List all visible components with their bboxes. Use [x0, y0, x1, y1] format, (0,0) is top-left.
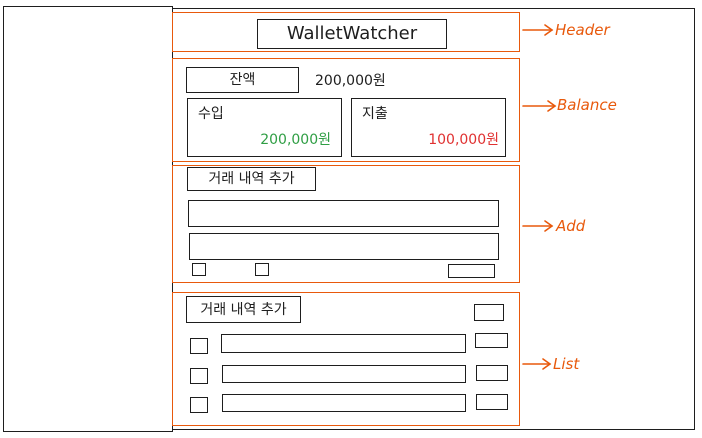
income-label: 수입 — [198, 106, 224, 122]
list-row-text — [222, 394, 466, 412]
list-row-delete-button[interactable] — [476, 365, 508, 381]
app-title-box: WalletWatcher — [257, 19, 447, 49]
app-title: WalletWatcher — [286, 23, 418, 44]
right-panel-frame — [172, 8, 695, 430]
list-filter-button[interactable] — [474, 304, 504, 321]
balance-label: 잔액 — [229, 72, 256, 88]
list-row-checkbox[interactable] — [190, 368, 208, 384]
balance-label-box: 잔액 — [186, 67, 299, 93]
income-checkbox[interactable] — [192, 263, 206, 276]
list-annotation: List — [553, 355, 580, 373]
balance-amount: 200,000원 — [315, 73, 386, 89]
list-title-box: 거래 내역 추가 — [186, 296, 301, 323]
list-row-delete-button[interactable] — [475, 333, 508, 348]
balance-arrow-head — [547, 100, 557, 112]
add-annotation: Add — [556, 217, 586, 235]
income-card: 수입 200,000원 — [187, 98, 342, 157]
list-section — [172, 292, 520, 426]
expense-checkbox[interactable] — [255, 263, 269, 276]
expense-label: 지출 — [362, 106, 388, 122]
expense-amount: 100,000원 — [428, 132, 499, 148]
list-arrow-head — [542, 358, 552, 370]
list-row-delete-button[interactable] — [476, 394, 508, 410]
add-section — [172, 165, 520, 283]
list-row-checkbox[interactable] — [190, 397, 208, 413]
balance-section — [172, 58, 520, 162]
add-arrow-head — [544, 220, 554, 232]
add-submit-button[interactable] — [448, 264, 495, 278]
list-row-checkbox[interactable] — [190, 338, 208, 354]
balance-annotation: Balance — [557, 96, 617, 114]
expense-card: 지출 100,000원 — [351, 98, 506, 157]
income-amount: 200,000원 — [260, 132, 331, 148]
add-description-input[interactable] — [188, 200, 499, 227]
header-arrow-head — [544, 24, 554, 36]
list-row-text — [222, 365, 466, 383]
list-title: 거래 내역 추가 — [200, 301, 287, 318]
add-amount-input[interactable] — [189, 233, 499, 260]
add-title: 거래 내역 추가 — [208, 171, 295, 187]
header-annotation: Header — [555, 21, 610, 39]
add-title-box: 거래 내역 추가 — [187, 167, 316, 191]
header-section — [172, 12, 520, 52]
list-row-text — [221, 334, 466, 353]
